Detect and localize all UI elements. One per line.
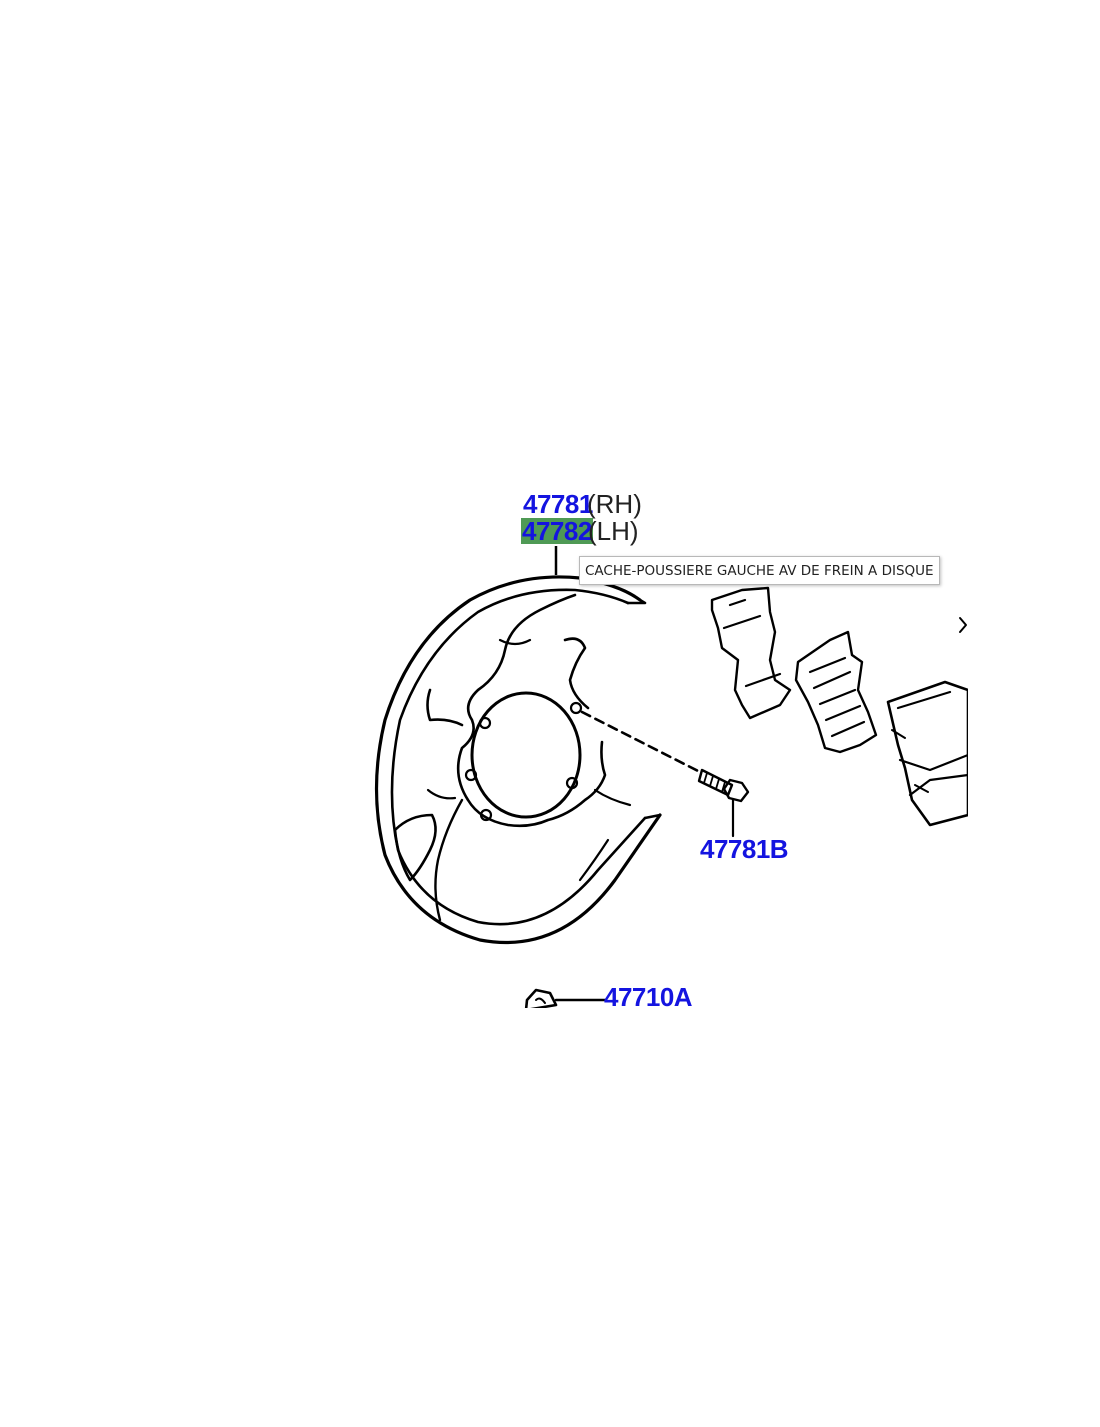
pad-shim-left-shape <box>710 586 792 720</box>
nut-shape[interactable] <box>524 988 607 1010</box>
part-label-47782[interactable]: 47782 <box>521 516 593 546</box>
pad-shim-right-shape <box>794 630 878 754</box>
part-tooltip: CACHE-POUSSIERE GAUCHE AV DE FREIN A DIS… <box>579 556 940 585</box>
dust-cover-shape[interactable] <box>374 575 662 945</box>
side-label-lh: (LH) <box>588 516 639 546</box>
bolt-shape[interactable] <box>697 768 750 838</box>
part-label-47710a[interactable]: 47710A <box>604 982 693 1012</box>
side-label-rh: (RH) <box>587 489 642 519</box>
part-label-47781b[interactable]: 47781B <box>700 834 789 864</box>
partial-arrow-icon <box>959 617 967 633</box>
bolt-dashed-line <box>580 710 704 775</box>
brake-pad-shape <box>886 680 968 827</box>
part-label-47781[interactable]: 47781 <box>523 489 593 519</box>
